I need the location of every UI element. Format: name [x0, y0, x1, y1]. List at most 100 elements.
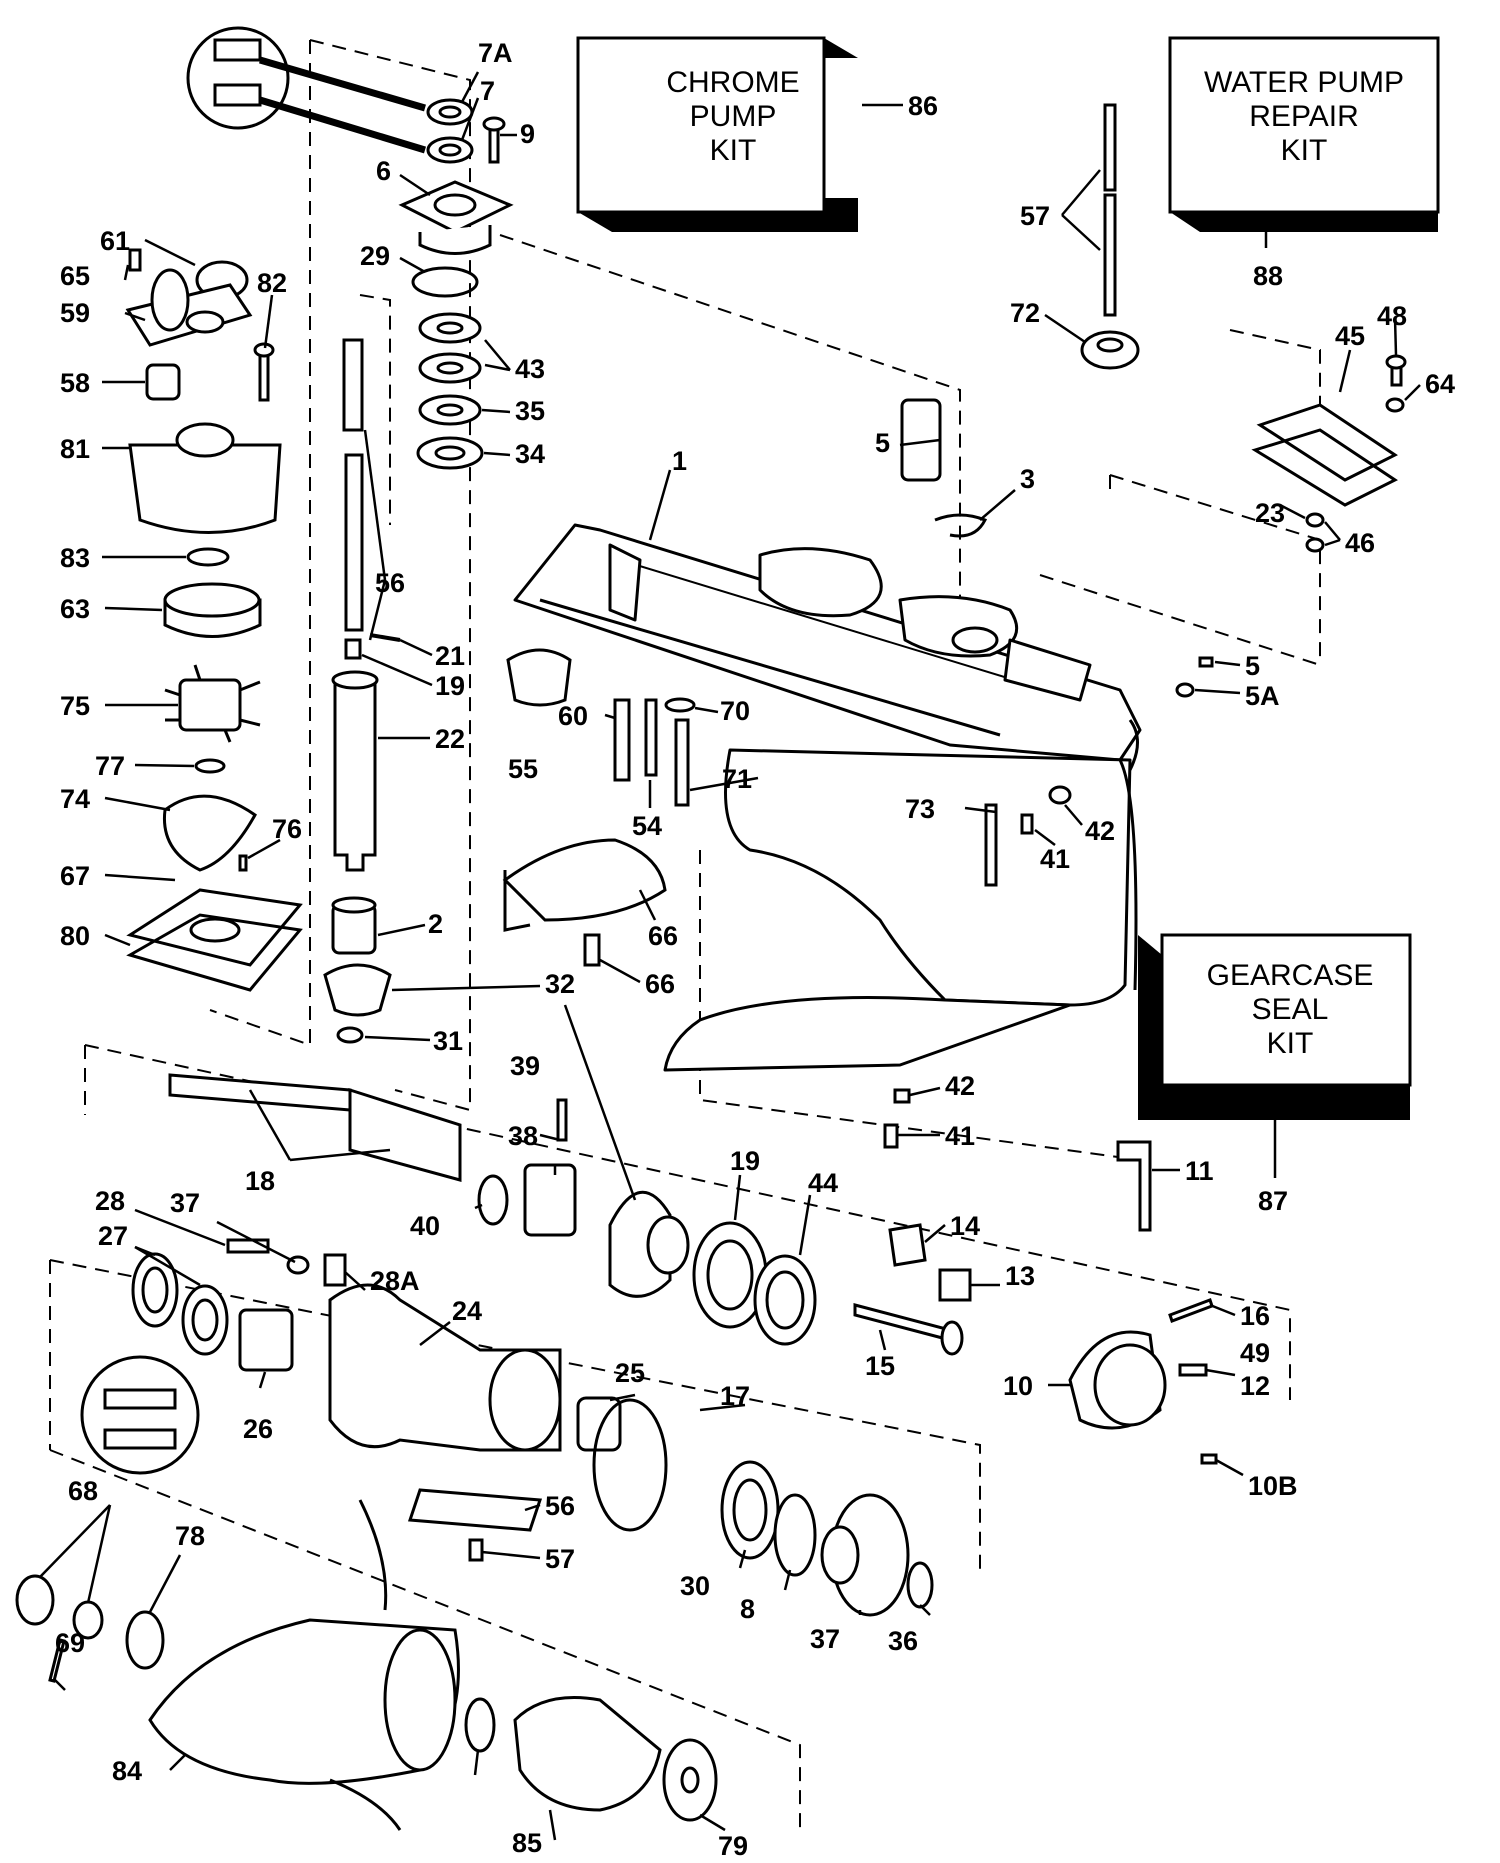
chrome-kit-line-2: PUMP	[690, 100, 777, 133]
callout-18: 18	[245, 1166, 275, 1196]
leader-lines	[39, 71, 1421, 1841]
callout-38: 38	[508, 1121, 538, 1151]
callout-45: 45	[1335, 321, 1365, 351]
callout-2: 2	[428, 909, 443, 939]
callout-70: 71	[722, 764, 752, 794]
callout-86: 86	[908, 91, 938, 121]
callout-28A: 28A	[370, 1266, 420, 1296]
gearcase-housing-shape	[513, 523, 1142, 1072]
callout-5: 5	[1245, 651, 1260, 681]
callout-49: 49	[1240, 1338, 1270, 1368]
callout-41-upper: 41	[1040, 844, 1070, 874]
callout-19: 19	[730, 1146, 760, 1176]
part-shapes	[15, 26, 1407, 1831]
callout-64: 65	[60, 261, 90, 291]
callout-53: 57	[545, 1544, 575, 1574]
callout-32-upper: 32	[545, 969, 575, 999]
callout-68: 69	[55, 1628, 85, 1658]
callout-42-lower: 42	[945, 1071, 975, 1101]
callout-83: 84	[112, 1756, 142, 1786]
callout-43: 43	[515, 354, 545, 384]
callout-23: 23	[1255, 498, 1285, 528]
callout-48: 48	[1377, 301, 1407, 331]
callout-21: 21	[435, 641, 465, 671]
callout-76: 77	[95, 751, 125, 781]
gearcase-kit-line-2: SEAL	[1252, 993, 1329, 1026]
callout-67: 68	[68, 1476, 98, 1506]
callout-7A: 7A	[478, 38, 513, 68]
callout-73: 74	[60, 784, 90, 814]
callout-71: 72	[1010, 298, 1040, 328]
callout-69: 70	[720, 696, 750, 726]
callout-31: 31	[433, 1026, 463, 1056]
callout-63: 63	[60, 594, 90, 624]
callout-60: 66	[648, 921, 678, 951]
callout-39: 39	[510, 1051, 540, 1081]
callout-11: 11	[1185, 1156, 1214, 1186]
callout-27: 27	[98, 1221, 128, 1251]
callout-52: 56	[545, 1491, 575, 1521]
water-pump-kit-line-3: KIT	[1281, 134, 1328, 167]
callout-26: 26	[243, 1414, 273, 1444]
callout-40: 40	[410, 1211, 440, 1241]
callout-3: 3	[1020, 464, 1035, 494]
callout-42-upper: 42	[1085, 816, 1115, 846]
gearcase-kit-line-1: GEARCASE	[1207, 959, 1374, 992]
chrome-kit-line-1: CHROME	[666, 66, 799, 99]
water-pump-kit-line-1: WATER PUMP	[1204, 66, 1404, 99]
callout-58: 58	[60, 368, 90, 398]
callout-44: 44	[808, 1168, 838, 1198]
callout-6: 6	[376, 156, 391, 186]
callout-16: 16	[1240, 1301, 1270, 1331]
callout-82: 83	[60, 543, 90, 573]
callout-20: 19	[435, 671, 465, 701]
callout-17: 17	[720, 1381, 750, 1411]
callout-5A: 5A	[1245, 681, 1280, 711]
callout-35: 37	[170, 1188, 200, 1218]
water-pump-kit-line-2: REPAIR	[1249, 100, 1358, 133]
callout-80: 81	[60, 434, 90, 464]
dashed-group-lines	[49, 39, 1321, 1830]
callout-55: 57	[1020, 201, 1050, 231]
gearcase-seal-kit-box: GEARCASE SEAL KIT	[1138, 933, 1412, 1120]
callout-59: 59	[60, 298, 90, 328]
callout-8: 8	[740, 1594, 755, 1624]
callout-24: 24	[452, 1296, 482, 1326]
callout-74: 75	[60, 691, 90, 721]
callout-46: 46	[1345, 528, 1375, 558]
callout-57: 64	[1425, 369, 1455, 399]
callout-51: 55	[508, 754, 538, 784]
callout-4: 5	[875, 428, 890, 458]
callout-13: 13	[1005, 1261, 1035, 1291]
callout-29: 29	[360, 241, 390, 271]
callout-7: 7	[480, 76, 495, 106]
callout-10B: 10B	[1248, 1471, 1298, 1501]
callout-12: 12	[1240, 1371, 1270, 1401]
callout-41-lower: 41	[945, 1121, 975, 1151]
callout-61: 61	[100, 226, 130, 256]
callout-78: 79	[718, 1831, 748, 1861]
callout-33: 34	[515, 439, 545, 469]
callout-34: 35	[515, 396, 545, 426]
callout-25: 25	[615, 1358, 645, 1388]
callout-15: 15	[865, 1351, 895, 1381]
callout-14: 14	[950, 1211, 980, 1241]
callout-65: 66	[645, 969, 675, 999]
callout-1: 1	[672, 446, 687, 476]
callout-36: 36	[888, 1626, 918, 1656]
callout-66: 67	[60, 861, 90, 891]
callout-37: 37	[810, 1624, 840, 1654]
callout-88: 88	[1253, 261, 1283, 291]
callout-22: 22	[435, 724, 465, 754]
callout-56: 60	[558, 701, 588, 731]
callout-9: 9	[520, 119, 535, 149]
callout-75: 76	[272, 814, 302, 844]
part-number-labels: 7A 7 9 6 29 43 35 34 56 21 19 22 2 32 31…	[55, 38, 1455, 1861]
callout-28: 28	[95, 1186, 125, 1216]
callout-10: 10	[1003, 1371, 1033, 1401]
water-pump-repair-kit-box: WATER PUMP REPAIR KIT	[1168, 36, 1440, 232]
chrome-pump-kit-box: CHROME PUMP KIT	[576, 36, 858, 232]
gearcase-kit-line-3: KIT	[1267, 1027, 1314, 1060]
callout-30: 30	[680, 1571, 710, 1601]
callout-87: 87	[1258, 1186, 1288, 1216]
